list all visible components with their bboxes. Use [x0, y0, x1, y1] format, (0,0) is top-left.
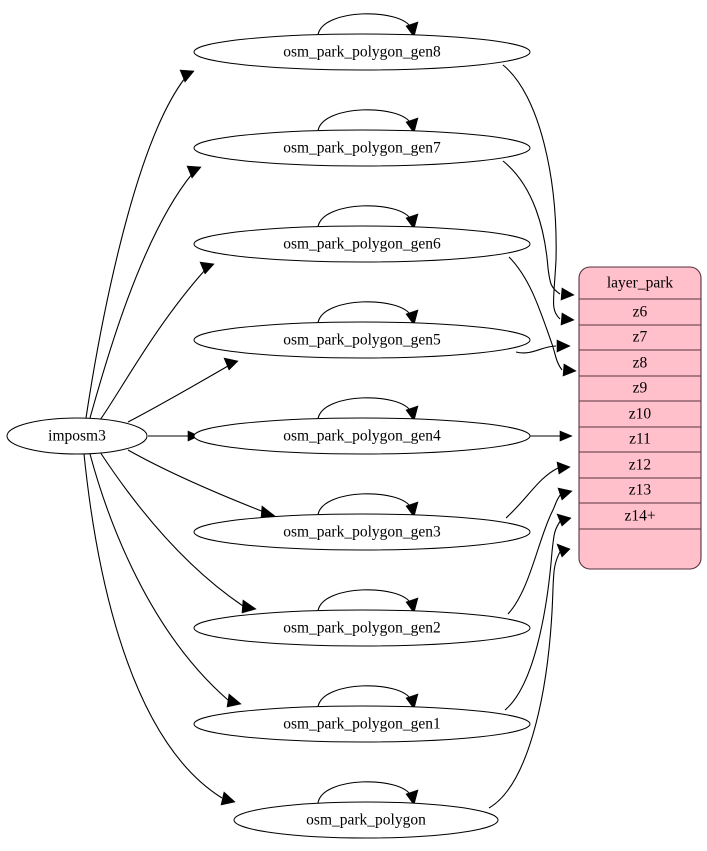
- node-gen5-label: osm_park_polygon_gen5: [283, 332, 441, 349]
- edge-gen5-to-z8: [515, 345, 557, 354]
- node-gen8-label: osm_park_polygon_gen8: [283, 44, 441, 61]
- self-loop-gen7: [317, 109, 412, 132]
- layer-park-row-z13[interactable]: z13: [629, 482, 652, 499]
- arrowhead-gen5-to-z8: [556, 339, 571, 353]
- arrowhead-imposm3-to-gen2: [241, 599, 257, 614]
- layer-park-row-z9[interactable]: z9: [633, 380, 648, 397]
- self-loop-gen4: [317, 397, 412, 420]
- edge-gen2-to-z12: [507, 493, 562, 615]
- arrowhead-gen7-to-z6: [560, 287, 575, 301]
- node-gen3-shape[interactable]: [193, 513, 531, 551]
- arrowhead-imposm3-to-gen1: [226, 693, 242, 708]
- node-gen1-shape[interactable]: [193, 705, 531, 743]
- node-imposm3-shape[interactable]: [6, 417, 148, 455]
- edge-imposm3-to-gen2: [99, 451, 244, 607]
- arrowhead-gen3-to-z11: [556, 461, 571, 475]
- edges-to-layer-park: [488, 64, 577, 809]
- layer-park-row-z8[interactable]: z8: [633, 355, 648, 372]
- layer-park-row-z11[interactable]: z11: [629, 431, 651, 448]
- edge-gen8-to-z7: [502, 64, 561, 320]
- node-base-shape[interactable]: [233, 801, 499, 839]
- arrowhead-imposm3-to-gen6: [199, 261, 215, 275]
- layer-park-row-z10[interactable]: z10: [629, 406, 652, 423]
- edge-gen7-to-z6: [502, 160, 561, 295]
- node-gen6-shape[interactable]: [193, 225, 531, 263]
- node-gen2-shape[interactable]: [193, 609, 531, 647]
- edge-imposm3-to-gen5: [127, 365, 229, 423]
- self-loop-gen1: [317, 685, 412, 708]
- edge-base-to-z14plus: [488, 549, 562, 809]
- arrowhead-gen8-to-z7: [560, 312, 575, 326]
- arrowhead-self-loop-gen8: [405, 21, 419, 38]
- node-gen4-label: osm_park_polygon_gen4: [283, 428, 441, 445]
- node-gen8[interactable]: osm_park_polygon_gen8: [193, 33, 531, 71]
- arrowhead-self-loop-gen1: [405, 693, 419, 710]
- node-gen3[interactable]: osm_park_polygon_gen3: [193, 513, 531, 551]
- edge-imposm3-to-gen7: [89, 173, 193, 419]
- self-loops: [317, 13, 419, 806]
- node-base[interactable]: osm_park_polygon: [233, 801, 499, 839]
- edge-imposm3-to-base: [83, 453, 223, 799]
- arrowhead-gen6-to-z9: [562, 363, 577, 377]
- arrowhead-self-loop-gen6: [405, 213, 419, 230]
- arrowhead-self-loop-base: [405, 789, 419, 806]
- arrowhead-imposm3-to-gen5: [223, 357, 239, 371]
- self-loop-gen8: [317, 13, 412, 36]
- node-gen5-shape[interactable]: [193, 321, 531, 359]
- node-gen3-label: osm_park_polygon_gen3: [283, 524, 441, 541]
- arrowhead-base-to-z14plus: [556, 543, 571, 558]
- arrowhead-imposm3-to-base: [220, 791, 236, 806]
- self-loop-gen2: [317, 589, 412, 612]
- layer-park-row-z12[interactable]: z12: [629, 457, 651, 474]
- arrowhead-gen4-to-z10: [559, 430, 573, 442]
- edge-gen6-to-z9: [508, 256, 563, 371]
- node-base-label: osm_park_polygon: [306, 812, 426, 829]
- layer-park-header-label: layer_park: [607, 275, 674, 292]
- edge-imposm3-to-gen8: [85, 77, 186, 419]
- arrowhead-self-loop-gen2: [405, 597, 419, 614]
- arrowhead-gen1-to-z13: [556, 513, 572, 527]
- node-gen4[interactable]: osm_park_polygon_gen4: [193, 417, 531, 455]
- arrowhead-self-loop-gen4: [405, 405, 419, 422]
- node-layer-park-table[interactable]: layer_park z6 z7 z8 z9 z10 z11 z12 z13 z…: [578, 266, 702, 570]
- edge-gen3-to-z11: [505, 467, 559, 519]
- edge-gen1-to-z13: [504, 519, 562, 711]
- node-gen1[interactable]: osm_park_polygon_gen1: [193, 705, 531, 743]
- self-loop-gen5: [317, 301, 412, 324]
- arrowhead-self-loop-gen3: [405, 501, 419, 518]
- arrowhead-self-loop-gen5: [405, 309, 419, 326]
- layer-park-row-z6[interactable]: z6: [633, 304, 648, 321]
- self-loop-gen6: [317, 205, 412, 228]
- layer-park-table-body: [578, 266, 702, 570]
- edges-from-imposm3: [83, 69, 276, 806]
- edge-imposm3-to-gen1: [89, 453, 229, 701]
- arrowhead-imposm3-to-gen8: [179, 69, 195, 83]
- arrowhead-gen2-to-z12: [557, 487, 573, 501]
- node-gen5[interactable]: osm_park_polygon_gen5: [193, 321, 531, 359]
- node-gen7-label: osm_park_polygon_gen7: [283, 140, 441, 157]
- edge-imposm3-to-gen3: [127, 449, 265, 513]
- node-gen7[interactable]: osm_park_polygon_gen7: [193, 129, 531, 167]
- arrowhead-imposm3-to-gen7: [186, 165, 202, 179]
- node-gen8-shape[interactable]: [193, 33, 531, 71]
- self-loop-gen3: [317, 493, 412, 516]
- node-gen4-shape[interactable]: [193, 417, 531, 455]
- edge-imposm3-to-gen6: [99, 269, 206, 421]
- self-loop-base: [317, 781, 412, 804]
- node-gen6-label: osm_park_polygon_gen6: [283, 236, 441, 253]
- node-gen7-shape[interactable]: [193, 129, 531, 167]
- layer-park-row-z7[interactable]: z7: [633, 329, 648, 346]
- node-imposm3[interactable]: imposm3: [6, 417, 148, 455]
- node-gen2-label: osm_park_polygon_gen2: [283, 620, 441, 637]
- layer-park-row-z14plus[interactable]: z14+: [624, 508, 655, 525]
- node-imposm3-label: imposm3: [48, 428, 106, 445]
- node-gen6[interactable]: osm_park_polygon_gen6: [193, 225, 531, 263]
- node-gen2[interactable]: osm_park_polygon_gen2: [193, 609, 531, 647]
- arrowhead-self-loop-gen7: [405, 117, 419, 134]
- node-gen1-label: osm_park_polygon_gen1: [283, 716, 441, 733]
